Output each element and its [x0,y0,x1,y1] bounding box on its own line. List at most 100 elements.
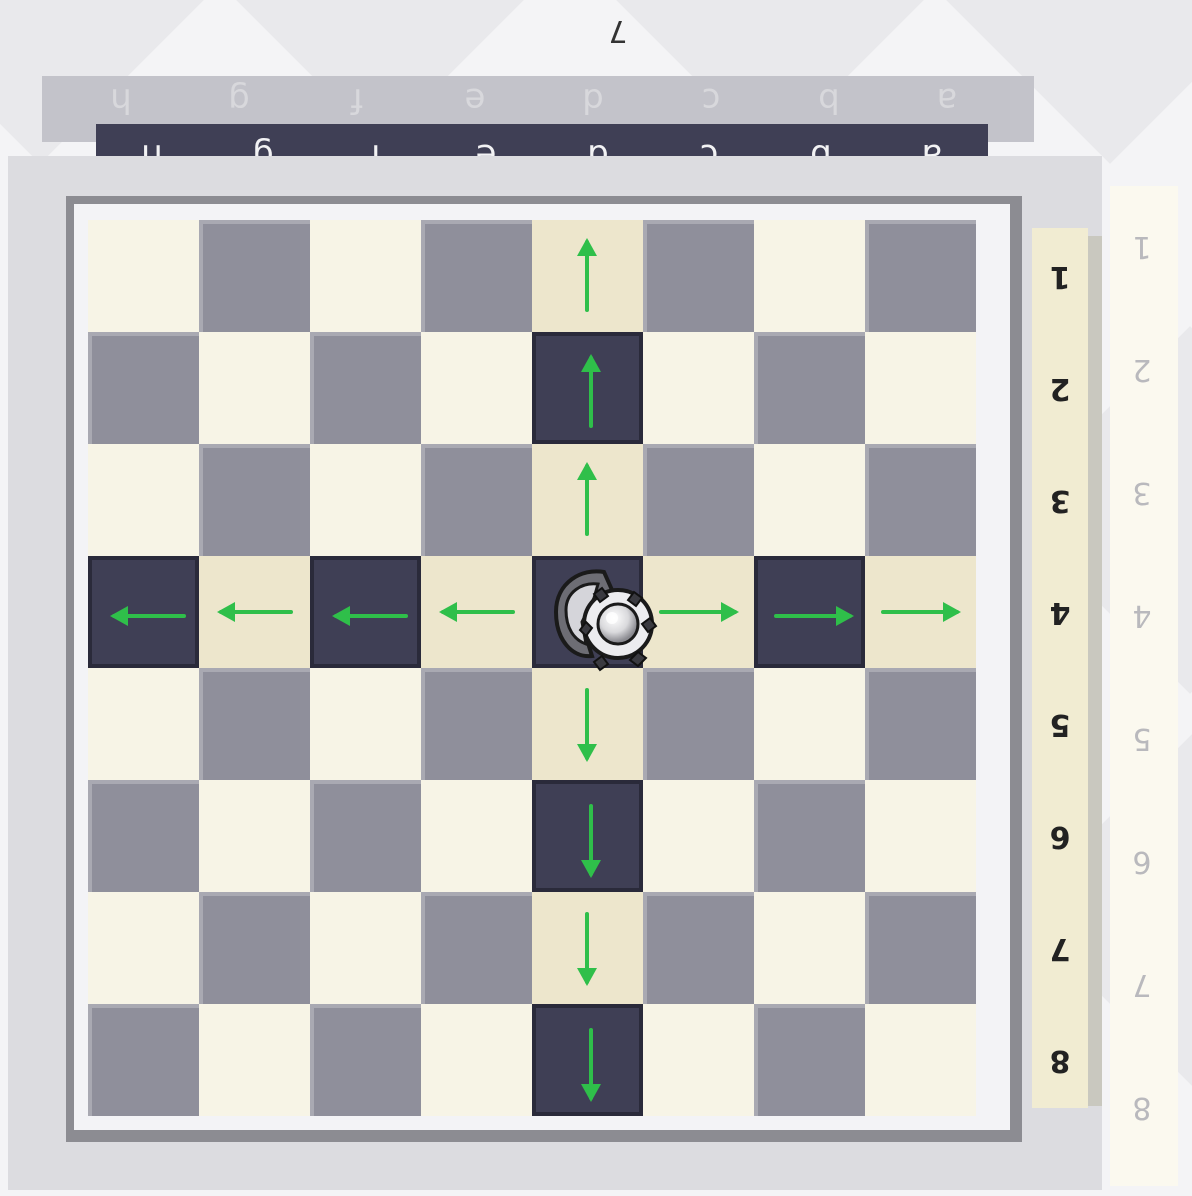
square-b3[interactable] [754,444,865,556]
square-a4[interactable] [865,556,976,668]
rank-label-8: 8 [1032,1030,1088,1090]
square-e1[interactable] [421,220,532,332]
square-a3[interactable] [865,444,976,556]
square-f8[interactable] [310,1004,421,1116]
square-d5[interactable] [532,668,643,780]
square-a6[interactable] [865,780,976,892]
square-h1[interactable] [88,220,199,332]
rank-label-7: 7 [1032,918,1088,978]
arrow-left-icon [421,556,532,668]
rank-labels: 1 2 3 4 5 6 7 8 [1032,228,1088,1108]
square-g2[interactable] [199,332,310,444]
top-mark: 7 [598,10,638,50]
square-h3[interactable] [88,444,199,556]
square-c3[interactable] [643,444,754,556]
arrow-down-icon [532,668,643,780]
square-g5[interactable] [199,668,310,780]
square-f7[interactable] [310,892,421,1004]
arrow-right-icon [758,560,869,672]
file-label-ghost-f: f [327,80,387,120]
arrow-up-icon [536,336,647,448]
arrow-right-icon [865,556,976,668]
square-e8[interactable] [421,1004,532,1116]
square-b2[interactable] [754,332,865,444]
square-g6[interactable] [199,780,310,892]
arrow-up-icon [532,444,643,556]
square-d3[interactable] [532,444,643,556]
square-a8[interactable] [865,1004,976,1116]
square-c6[interactable] [643,780,754,892]
rank-label-ghost-6: 6 [1114,831,1170,891]
square-g8[interactable] [199,1004,310,1116]
square-b4[interactable] [754,556,865,668]
square-f2[interactable] [310,332,421,444]
file-label-ghost-a: a [917,80,977,120]
rank-label-ghost-2: 2 [1114,339,1170,399]
square-h5[interactable] [88,668,199,780]
square-f3[interactable] [310,444,421,556]
square-f1[interactable] [310,220,421,332]
square-d8[interactable] [532,1004,643,1116]
arrow-down-icon [536,1008,647,1120]
square-b8[interactable] [754,1004,865,1116]
rank-label-ghost-1: 1 [1114,216,1170,276]
rank-label-ghost-7: 7 [1114,954,1170,1014]
square-b5[interactable] [754,668,865,780]
square-a7[interactable] [865,892,976,1004]
rank-label-1: 1 [1032,246,1088,306]
rank-label-5: 5 [1032,694,1088,754]
square-g3[interactable] [199,444,310,556]
file-label-ghost-e: e [445,80,505,120]
square-a5[interactable] [865,668,976,780]
white-rook-piece[interactable] [542,560,668,680]
square-c7[interactable] [643,892,754,1004]
square-d7[interactable] [532,892,643,1004]
square-g4[interactable] [199,556,310,668]
square-f5[interactable] [310,668,421,780]
square-h6[interactable] [88,780,199,892]
square-f6[interactable] [310,780,421,892]
square-h2[interactable] [88,332,199,444]
file-label-ghost-d: d [563,80,623,120]
square-a1[interactable] [865,220,976,332]
rank-label-6: 6 [1032,806,1088,866]
rank-label-4: 4 [1032,582,1088,642]
square-e4[interactable] [421,556,532,668]
arrow-down-icon [536,784,647,896]
file-label-ghost-b: b [799,80,859,120]
square-c1[interactable] [643,220,754,332]
square-e3[interactable] [421,444,532,556]
square-c8[interactable] [643,1004,754,1116]
file-label-ghost-c: c [681,80,741,120]
square-h8[interactable] [88,1004,199,1116]
square-g1[interactable] [199,220,310,332]
square-a2[interactable] [865,332,976,444]
arrow-up-icon [532,220,643,332]
square-e5[interactable] [421,668,532,780]
square-e6[interactable] [421,780,532,892]
rank-label-3: 3 [1032,470,1088,530]
arrow-left-icon [199,556,310,668]
square-d2[interactable] [532,332,643,444]
rank-label-2: 2 [1032,358,1088,418]
square-h4[interactable] [88,556,199,668]
arrow-down-icon [532,892,643,1004]
square-g7[interactable] [199,892,310,1004]
rank-labels-shadow [1088,236,1102,1106]
square-d1[interactable] [532,220,643,332]
rank-label-ghost-3: 3 [1114,462,1170,522]
square-c2[interactable] [643,332,754,444]
square-e2[interactable] [421,332,532,444]
square-h7[interactable] [88,892,199,1004]
square-b1[interactable] [754,220,865,332]
rank-label-ghost-5: 5 [1114,708,1170,768]
square-d6[interactable] [532,780,643,892]
arrow-left-icon [314,560,425,672]
square-b7[interactable] [754,892,865,1004]
square-c5[interactable] [643,668,754,780]
square-b6[interactable] [754,780,865,892]
chessboard[interactable] [88,220,976,1116]
square-f4[interactable] [310,556,421,668]
square-e7[interactable] [421,892,532,1004]
